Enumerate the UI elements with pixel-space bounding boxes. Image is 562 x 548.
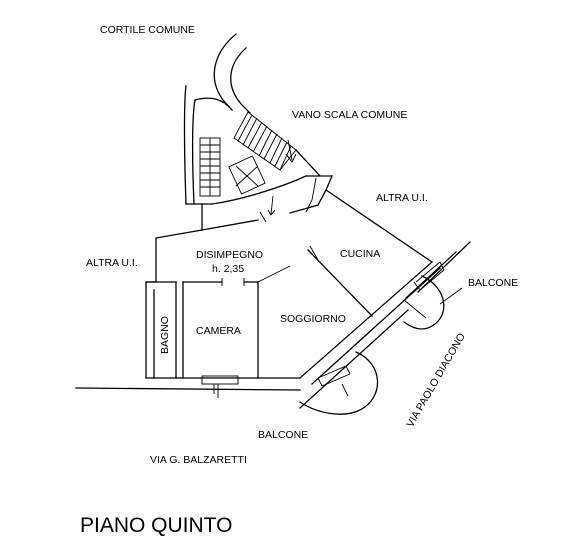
- stair-flight-diagonal: [233, 111, 297, 171]
- window-camera: [201, 375, 239, 398]
- label-cucina: CUCINA: [340, 248, 380, 260]
- stair-flight-left: [199, 137, 221, 197]
- balcone-right-shape: [403, 275, 463, 330]
- stairwell-lower-walls: [201, 149, 333, 205]
- label-disimpegno: DISIMPEGNO: [196, 249, 263, 261]
- street-line: [75, 387, 301, 391]
- label-soggiorno: SOGGIORNO: [280, 313, 346, 325]
- label-via-balzaretti: VIA G. BALZARETTI: [150, 454, 247, 466]
- label-bagno: BAGNO: [159, 316, 171, 354]
- label-balcone-bottom: BALCONE: [258, 429, 308, 441]
- label-camera: CAMERA: [196, 325, 241, 337]
- label-cortile-comune: CORTILE COMUNE: [100, 24, 195, 36]
- label-vano-scala-comune: VANO SCALA COMUNE: [292, 109, 407, 121]
- label-disimpegno-height: h. 2,35: [212, 263, 244, 275]
- stairwell-curved-walls: [183, 33, 251, 205]
- balcone-bottom-shape: [299, 351, 379, 415]
- label-altra-ui-left: ALTRA U.I.: [86, 257, 138, 269]
- label-via-paolo-diacono: VIA PAOLO DIACONO: [404, 331, 468, 429]
- label-altra-ui-right: ALTRA U.I.: [376, 192, 428, 204]
- label-piano: PIANO QUINTO: [80, 514, 232, 537]
- apartment-walls: [145, 189, 433, 379]
- label-balcone-right: BALCONE: [468, 277, 518, 289]
- entrance-door: [201, 175, 333, 231]
- stair-landing: [228, 155, 266, 195]
- facade-diagonal: [299, 241, 471, 409]
